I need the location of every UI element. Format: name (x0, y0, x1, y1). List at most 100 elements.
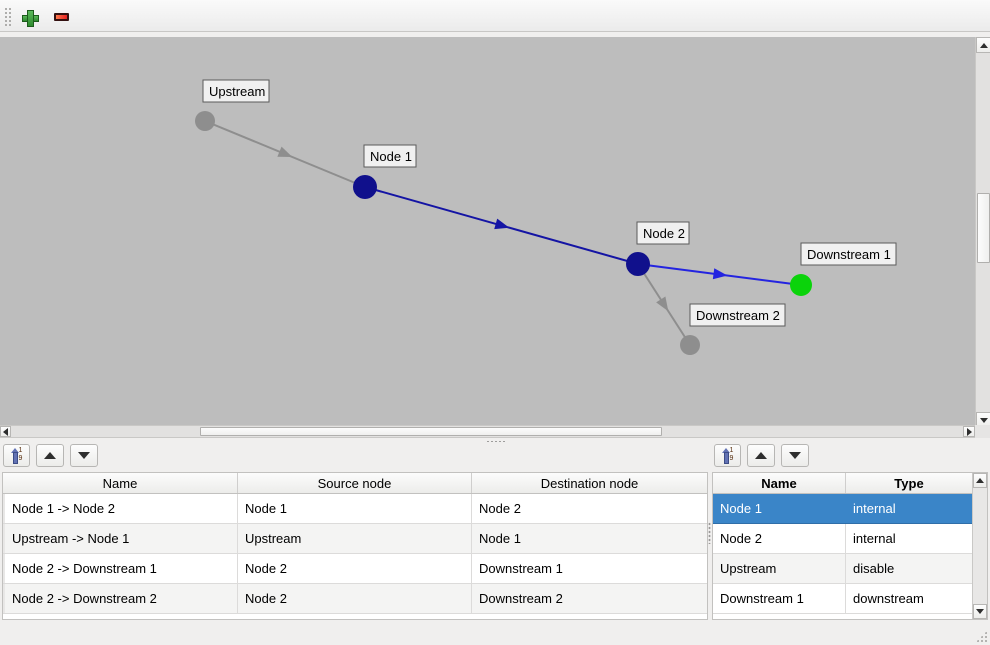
links-header-source[interactable]: Source node (238, 473, 472, 493)
graph-node-label: Downstream 1 (800, 242, 897, 266)
up-triangle-icon (755, 452, 767, 459)
node-row[interactable]: Node 1 internal (713, 494, 987, 524)
scrollbar-corner (975, 425, 990, 438)
node-cell-name: Downstream 1 (713, 584, 846, 613)
link-cell-destination: Downstream 1 (479, 561, 563, 576)
pane-splitter-vertical[interactable] (708, 442, 712, 645)
add-button[interactable] (19, 8, 39, 27)
nodes-table-scrollbar[interactable] (972, 473, 987, 619)
remove-button[interactable] (51, 8, 71, 26)
svg-text:Upstream: Upstream (209, 84, 265, 99)
graph-node[interactable] (626, 252, 650, 276)
remove-icon (53, 13, 69, 21)
canvas-vertical-scrollbar[interactable] (975, 37, 990, 428)
node-row[interactable]: Downstream 1 downstream (713, 584, 987, 614)
vertical-scrollbar-thumb[interactable] (977, 193, 990, 263)
splitter-grip-icon (708, 522, 711, 544)
splitter-grip-icon (486, 440, 506, 443)
up-triangle-icon (979, 42, 988, 48)
svg-text:Node 1: Node 1 (370, 149, 412, 164)
nodes-header-type[interactable]: Type (894, 475, 924, 491)
pane-splitter-horizontal[interactable] (0, 439, 990, 443)
scroll-down-button[interactable] (973, 604, 987, 619)
scroll-up-button[interactable] (973, 473, 987, 488)
add-icon (21, 9, 39, 27)
node-cell-name: Upstream (713, 554, 846, 583)
svg-text:Downstream 1: Downstream 1 (807, 247, 891, 262)
down-triangle-icon (979, 417, 988, 423)
nodes-move-down-button[interactable] (781, 444, 809, 467)
up-triangle-icon (976, 478, 984, 483)
links-move-down-button[interactable] (70, 444, 98, 467)
graph-node[interactable] (790, 274, 812, 296)
scroll-right-button[interactable] (963, 426, 975, 437)
graph-node[interactable] (195, 111, 215, 131)
down-triangle-icon (789, 452, 801, 459)
node-cell-type: internal (853, 501, 896, 516)
graph-node-label: Node 2 (636, 221, 690, 245)
link-cell-destination: Node 1 (479, 531, 521, 546)
graph-edge-arrow-icon (712, 268, 728, 280)
links-header-name[interactable]: Name (3, 473, 238, 493)
links-table-header: Name Source node Destination node (3, 473, 707, 494)
node-cell-type: internal (853, 531, 896, 546)
node-cell-type: downstream (853, 591, 924, 606)
right-triangle-icon (966, 427, 972, 436)
links-move-up-button[interactable] (36, 444, 64, 467)
canvas-horizontal-scrollbar[interactable] (0, 425, 975, 438)
node-cell-name: Node 2 (713, 524, 846, 553)
nodes-move-up-button[interactable] (747, 444, 775, 467)
window-resize-grip[interactable] (975, 630, 988, 643)
links-table: Name Source node Destination node Node 1… (2, 472, 708, 620)
down-triangle-icon (78, 452, 90, 459)
graph-node-label: Node 1 (363, 144, 417, 168)
link-cell-source: Node 2 (238, 584, 472, 613)
graph-edge-arrow-icon (656, 296, 669, 312)
scroll-up-button[interactable] (976, 37, 990, 53)
toolbar-drag-handle[interactable] (3, 6, 11, 26)
link-cell-source: Node 2 (238, 554, 472, 583)
graph-node-label: Downstream 2 (689, 303, 786, 327)
up-triangle-icon (44, 452, 56, 459)
link-cell-source: Node 1 (238, 494, 472, 523)
horizontal-scrollbar-thumb[interactable] (200, 427, 662, 436)
left-triangle-icon (3, 427, 8, 436)
node-row[interactable]: Node 2 internal (713, 524, 987, 554)
link-cell-destination: Downstream 2 (479, 591, 563, 606)
svg-text:Downstream 2: Downstream 2 (696, 308, 780, 323)
graph-node[interactable] (680, 335, 700, 355)
link-cell-name: Node 1 -> Node 2 (3, 494, 238, 523)
link-cell-name: Node 2 -> Downstream 1 (3, 554, 238, 583)
links-header-destination[interactable]: Destination node (540, 475, 639, 491)
scroll-left-button[interactable] (0, 426, 11, 437)
link-cell-source: Upstream (238, 524, 472, 553)
down-triangle-icon (976, 609, 984, 614)
svg-text:Node 2: Node 2 (643, 226, 685, 241)
node-row[interactable]: Upstream disable (713, 554, 987, 584)
main-toolbar (0, 0, 990, 32)
node-cell-type: disable (853, 561, 895, 576)
graph-node[interactable] (353, 175, 377, 199)
graph-edge-arrow-icon (494, 218, 510, 230)
nodes-header-name[interactable]: Name (713, 473, 846, 493)
nodes-table-header: Name Type (713, 473, 987, 494)
node-cell-name: Node 1 (713, 494, 846, 523)
link-cell-destination: Node 2 (479, 501, 521, 516)
graph-edge-arrow-icon (277, 146, 293, 158)
link-cell-name: Node 2 -> Downstream 2 (3, 584, 238, 613)
link-cell-name: Upstream -> Node 1 (3, 524, 238, 553)
